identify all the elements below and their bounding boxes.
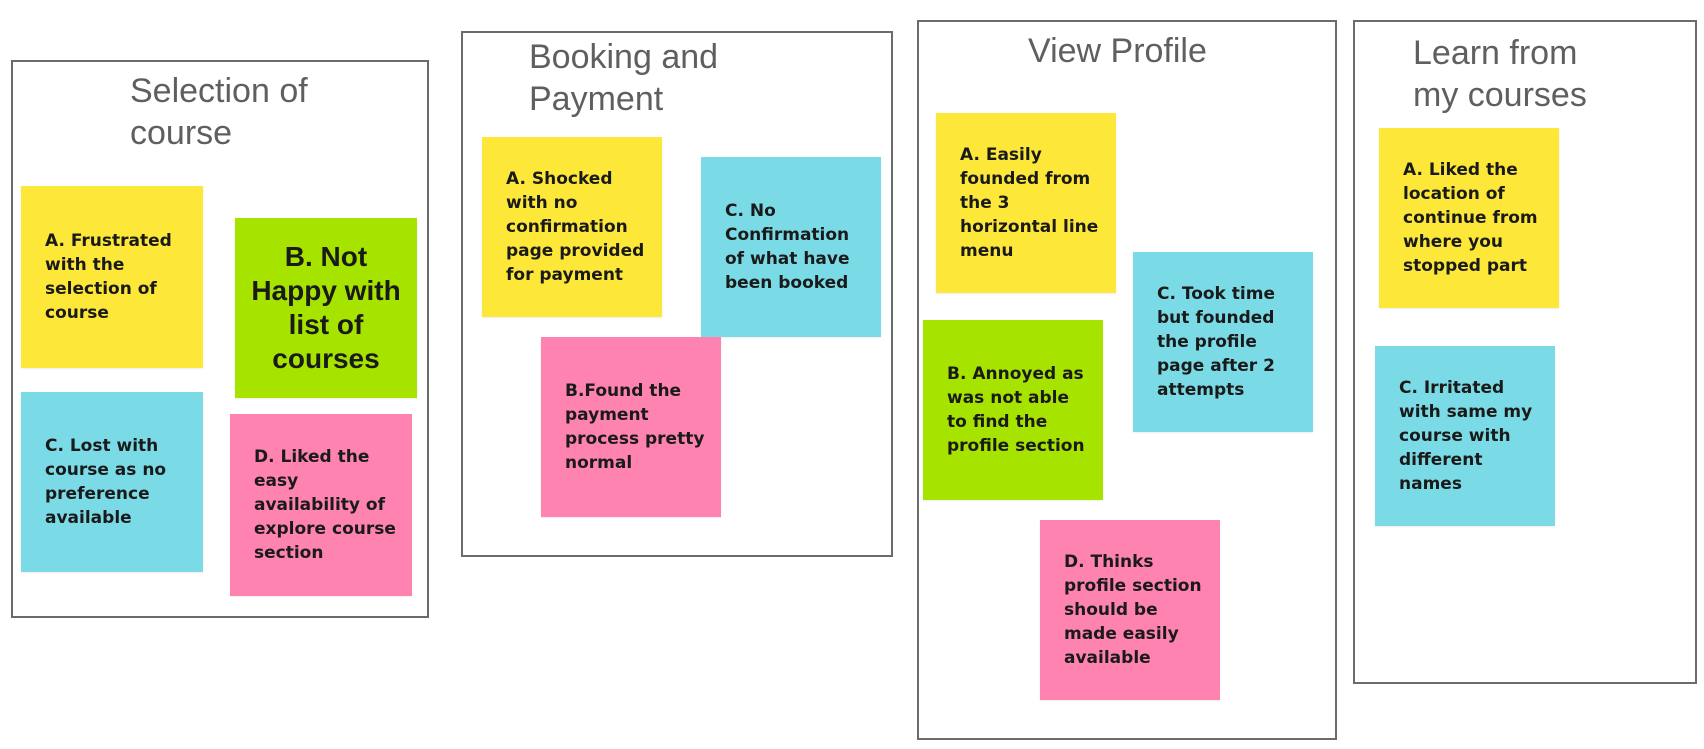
panel-title: Booking and Payment [529, 38, 719, 118]
sticky-note-text: B.Found the payment process pretty norma… [565, 381, 705, 473]
sticky-note: C. Irritated with same my course with di… [1375, 346, 1555, 526]
panel-title: View Profile [1028, 32, 1207, 70]
panel-booking-and-payment: Booking and Payment A. Shocked with no c… [461, 31, 893, 557]
panel-title: Learn from my courses [1413, 34, 1587, 114]
sticky-note: B. Annoyed as was not able to find the p… [923, 320, 1103, 500]
sticky-note: B.Found the payment process pretty norma… [541, 337, 721, 517]
sticky-note: A. Frustrated with the selection of cour… [21, 186, 203, 368]
sticky-note-text: C. Lost with course as no preference ava… [45, 436, 167, 528]
sticky-note-text: C. Irritated with same my course with di… [1399, 378, 1533, 494]
sticky-note: B. Not Happy with list of courses [235, 218, 417, 398]
sticky-note: C. Took time but founded the profile pag… [1133, 252, 1313, 432]
panel-title: Selection of course [130, 72, 308, 152]
sticky-note-text: C. No Confirmation of what have been boo… [725, 201, 850, 293]
panel-selection-of-course: Selection of course A. Frustrated with t… [11, 60, 429, 618]
sticky-note-text: B. Not Happy with list of courses [251, 241, 401, 374]
sticky-note-text: A. Frustrated with the selection of cour… [45, 231, 172, 323]
panel-learn-from-my-courses: Learn from my courses A. Liked the locat… [1353, 20, 1697, 684]
sticky-note: D. Liked the easy availability of explor… [230, 414, 412, 596]
sticky-note: A. Easily founded from the 3 horizontal … [936, 113, 1116, 293]
sticky-note-text: A. Easily founded from the 3 horizontal … [960, 145, 1099, 261]
sticky-note: C. No Confirmation of what have been boo… [701, 157, 881, 337]
sticky-note: A. Shocked with no confirmation page pro… [482, 137, 662, 317]
sticky-note-text: D. Thinks profile section should be made… [1064, 552, 1202, 668]
sticky-note-text: D. Liked the easy availability of explor… [254, 447, 396, 563]
sticky-note-text: A. Liked the location of continue from w… [1403, 160, 1538, 276]
sticky-note-text: C. Took time but founded the profile pag… [1157, 284, 1275, 400]
sticky-note-text: A. Shocked with no confirmation page pro… [506, 169, 645, 285]
sticky-note: D. Thinks profile section should be made… [1040, 520, 1220, 700]
sticky-note: A. Liked the location of continue from w… [1379, 128, 1559, 308]
panel-view-profile: View Profile A. Easily founded from the … [917, 20, 1337, 740]
sticky-note-text: B. Annoyed as was not able to find the p… [947, 364, 1085, 456]
sticky-note: C. Lost with course as no preference ava… [21, 392, 203, 572]
